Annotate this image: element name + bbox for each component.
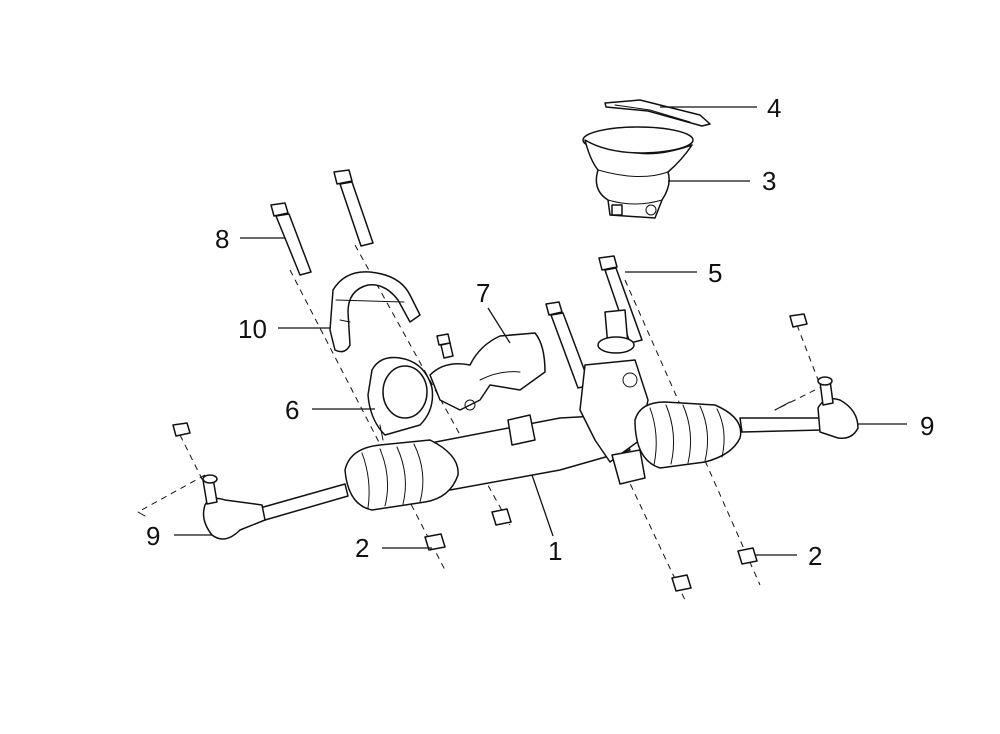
nut-right-top xyxy=(789,313,808,328)
nut-center xyxy=(491,508,512,526)
label-9-left: 9 xyxy=(146,521,160,551)
bracket-part-7 xyxy=(429,332,546,411)
label-8: 8 xyxy=(215,224,229,254)
label-5: 5 xyxy=(708,258,722,288)
nut-part-2-right xyxy=(737,547,758,565)
bolt-part-8 xyxy=(270,202,312,276)
part-labels: 4 3 5 8 10 7 6 1 9 9 2 2 xyxy=(146,93,934,571)
tie-rod-end-left-part-9 xyxy=(202,474,266,540)
leader-lines xyxy=(174,106,907,556)
cotter-pin-right xyxy=(774,401,791,411)
small-bolt xyxy=(436,333,454,359)
dust-boot-part-3 xyxy=(582,126,694,219)
steering-rack-part-1 xyxy=(259,309,823,521)
bushing-part-6 xyxy=(367,356,434,441)
retaining-ring-part-4 xyxy=(604,99,711,127)
nut-part-2-left xyxy=(424,533,446,551)
label-2-right: 2 xyxy=(808,541,822,571)
label-2-left: 2 xyxy=(355,533,369,563)
nut-left-top xyxy=(172,422,191,437)
label-4: 4 xyxy=(767,93,781,123)
bolt-upper-left xyxy=(333,169,374,247)
label-1: 1 xyxy=(548,536,562,566)
nut-lower-center xyxy=(671,574,692,592)
label-7: 7 xyxy=(476,278,490,308)
label-3: 3 xyxy=(762,166,776,196)
tie-rod-end-right-part-9 xyxy=(817,376,859,440)
label-9-right: 9 xyxy=(920,411,934,441)
mounting-clamp-part-10 xyxy=(329,271,421,353)
label-6: 6 xyxy=(285,395,299,425)
label-10: 10 xyxy=(238,314,267,344)
cotter-pin-left xyxy=(137,511,146,517)
